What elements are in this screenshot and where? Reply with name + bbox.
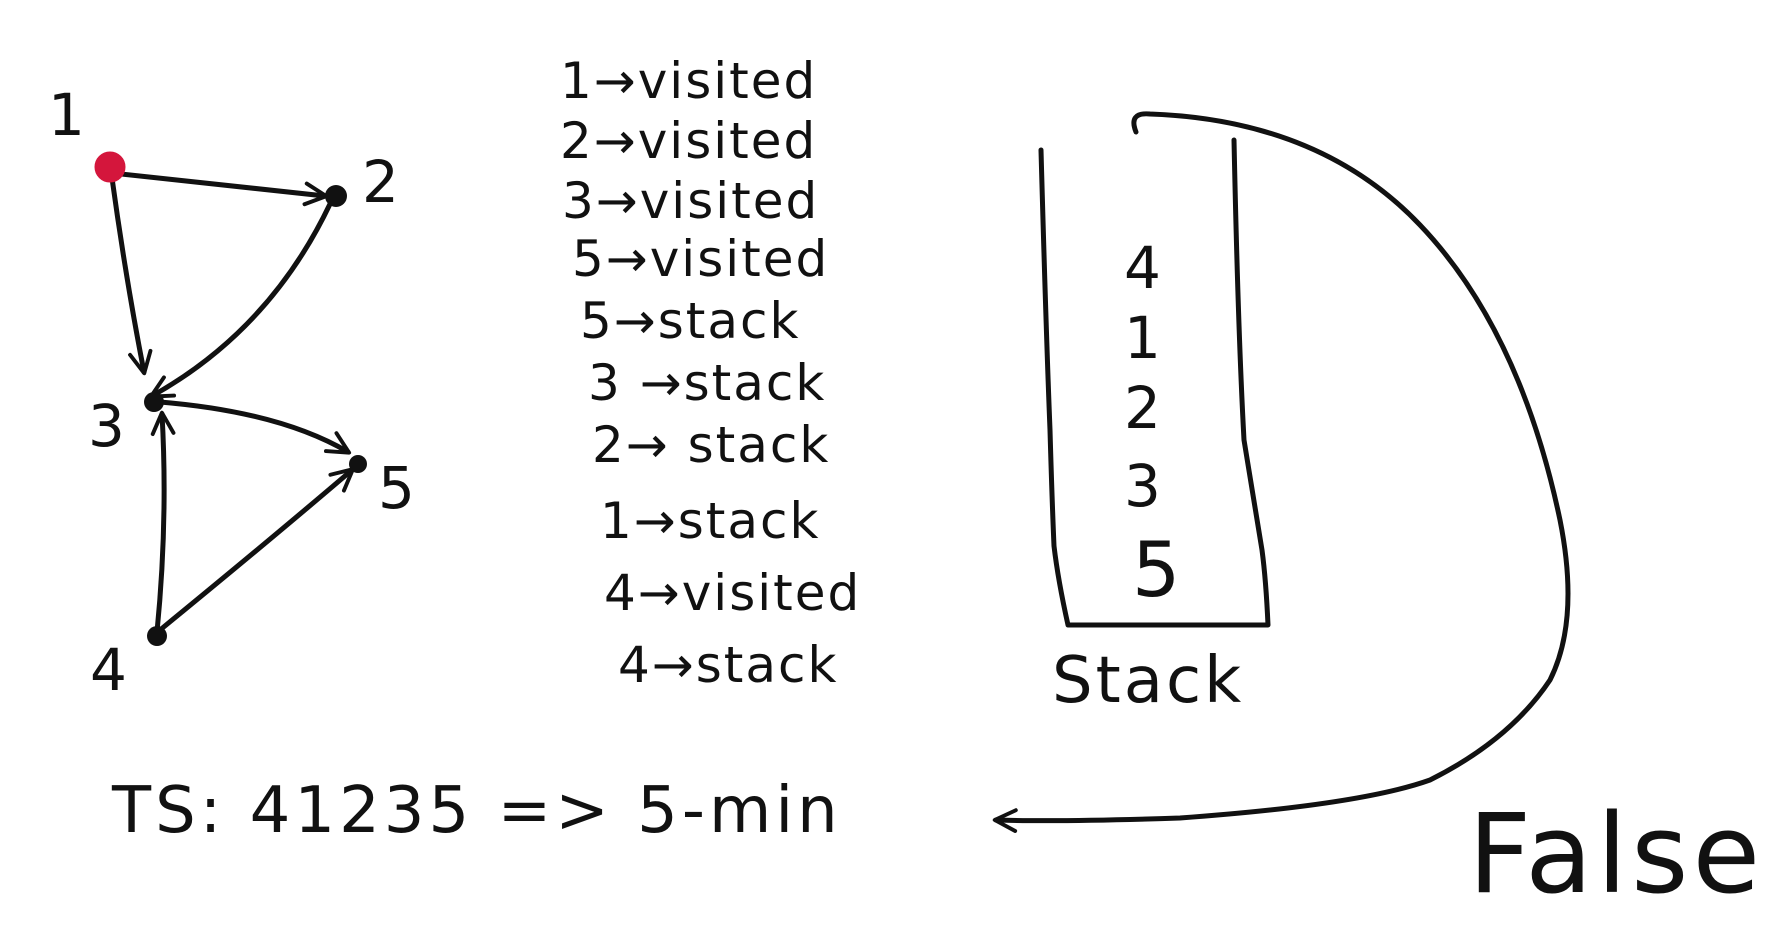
stack-container: 4 1 2 3 5 Stack	[1038, 137, 1271, 718]
edge-2-to-3	[148, 201, 333, 399]
stack-item-4: 3	[1124, 452, 1161, 520]
step-9: 4→visited	[604, 564, 861, 622]
stack-caption: Stack	[1052, 644, 1244, 718]
stack-item-1: 4	[1124, 234, 1161, 302]
step-2: 2→visited	[560, 112, 817, 170]
traversal-steps: 1→visited 2→visited 3→visited 5→visited …	[560, 52, 861, 694]
topological-sort-result: TS: 41235 => 5-min	[111, 774, 842, 848]
node-2	[325, 185, 347, 207]
node-5	[349, 455, 367, 473]
step-1: 1→visited	[560, 52, 817, 110]
step-8: 1→stack	[600, 492, 820, 550]
stack-outline	[1038, 137, 1271, 628]
stack-item-3: 2	[1124, 374, 1161, 442]
step-5: 5→stack	[580, 292, 800, 350]
step-3: 3→visited	[562, 172, 819, 230]
node-4	[147, 626, 167, 646]
node-3	[144, 392, 164, 412]
node-1	[94, 151, 126, 183]
graph: 1 2 3 4 5	[48, 81, 415, 704]
step-6: 3 →stack	[588, 354, 826, 412]
step-10: 4→stack	[618, 636, 838, 694]
step-4: 5→visited	[572, 230, 829, 288]
edge-3-to-5	[157, 399, 352, 455]
node-label-4: 4	[90, 636, 127, 704]
edge-4-to-5	[157, 467, 355, 633]
node-label-5: 5	[378, 454, 415, 522]
edge-4-to-3	[150, 410, 176, 635]
step-7: 2→ stack	[592, 416, 830, 474]
return-arrow	[992, 111, 1571, 833]
edge-1-to-3	[109, 175, 153, 376]
node-label-3: 3	[88, 392, 125, 460]
node-label-2: 2	[362, 148, 399, 216]
verdict-label: False	[1468, 790, 1764, 918]
stack-item-5: 5	[1132, 525, 1180, 614]
edge-1-to-2	[100, 169, 329, 207]
node-label-1: 1	[48, 81, 85, 149]
stack-item-2: 1	[1124, 304, 1161, 372]
